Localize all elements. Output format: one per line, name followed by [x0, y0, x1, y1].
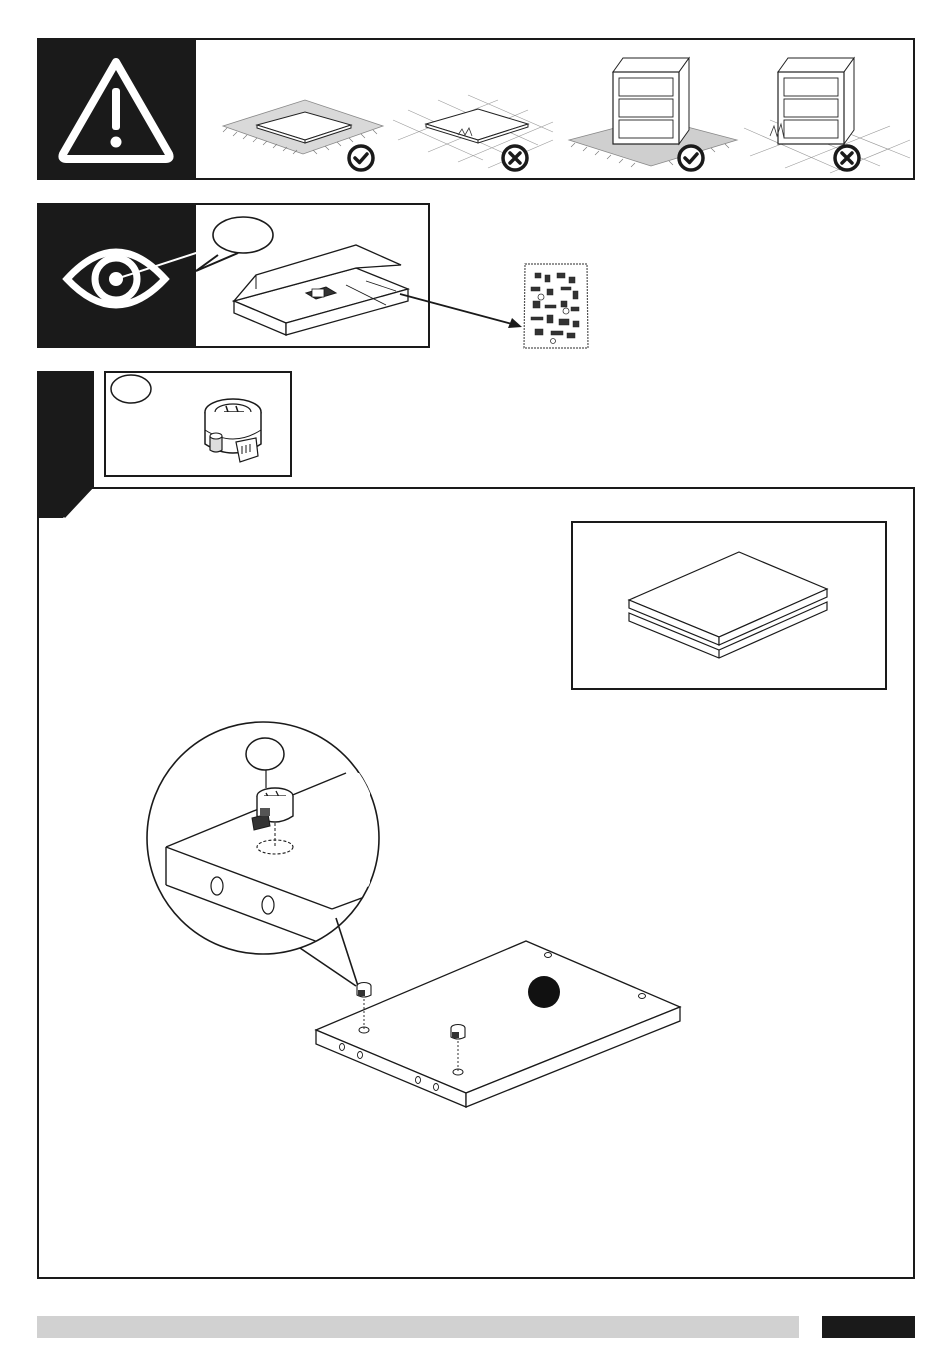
check-icon	[676, 143, 706, 173]
scene-cabinet-on-carpet	[565, 48, 740, 180]
cam-lock-fitting-icon	[196, 392, 270, 470]
footer-page-block	[822, 1316, 915, 1338]
warning-triangle-icon	[37, 38, 196, 180]
cam-lock-small	[451, 1025, 465, 1040]
two-boards-icon	[571, 521, 887, 690]
hardware-bag-icon	[521, 261, 591, 351]
footer-bar	[37, 1316, 799, 1338]
board-with-cam-locks	[310, 935, 690, 1115]
check-icon	[346, 143, 376, 173]
pointer-arrow	[400, 290, 530, 340]
cross-icon	[832, 143, 862, 173]
scene-panel-on-hard-floor	[388, 80, 558, 180]
scene-cabinet-on-hard-floor	[740, 48, 912, 180]
open-box-illustration	[196, 205, 430, 346]
step-tab	[37, 371, 94, 488]
cross-icon	[500, 143, 530, 173]
cam-lock-small	[357, 983, 371, 998]
eye-icon	[37, 203, 196, 348]
